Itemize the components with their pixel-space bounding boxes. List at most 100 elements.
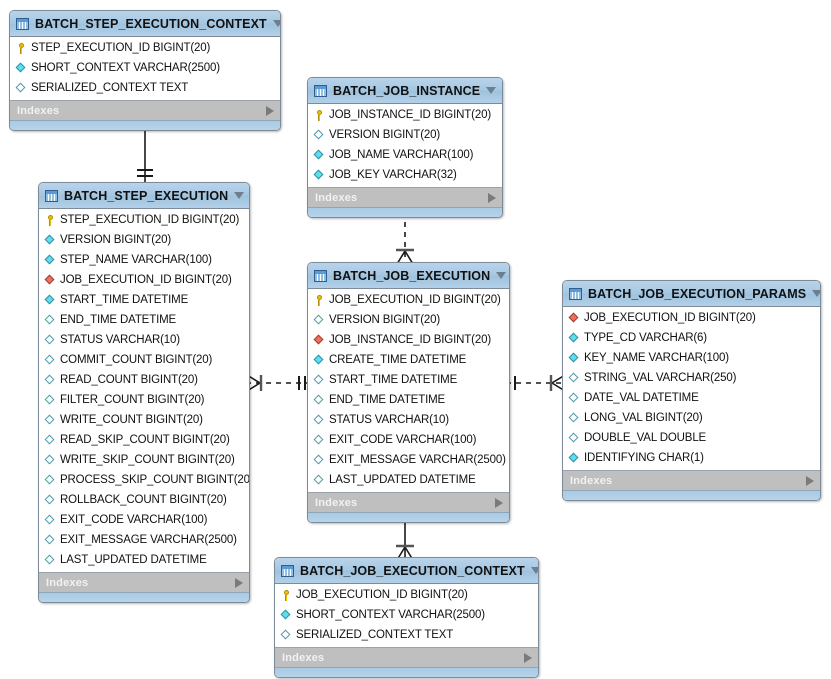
table-header[interactable]: BATCH_STEP_EXECUTION_CONTEXT xyxy=(10,11,280,37)
table-row[interactable]: JOB_EXECUTION_ID BIGINT(20) xyxy=(39,270,249,290)
indexes-bar[interactable]: Indexes xyxy=(308,492,509,512)
table-header[interactable]: BATCH_JOB_EXECUTION_CONTEXT xyxy=(275,558,538,584)
table-row[interactable]: STEP_NAME VARCHAR(100) xyxy=(39,250,249,270)
table-row[interactable]: EXIT_CODE VARCHAR(100) xyxy=(39,510,249,530)
table-row[interactable]: JOB_KEY VARCHAR(32) xyxy=(308,165,502,185)
table-row[interactable]: STATUS VARCHAR(10) xyxy=(308,410,509,430)
chevron-down-icon[interactable] xyxy=(496,272,507,279)
nullable-column-icon xyxy=(313,434,326,447)
indexes-bar[interactable]: Indexes xyxy=(10,100,280,120)
nullable-column-icon xyxy=(44,494,57,507)
table-row[interactable]: JOB_NAME VARCHAR(100) xyxy=(308,145,502,165)
relationship-step-execution-job-execution[interactable] xyxy=(246,368,310,398)
table-row[interactable]: LONG_VAL BIGINT(20) xyxy=(563,408,820,428)
indexes-bar[interactable]: Indexes xyxy=(275,647,538,667)
table-row[interactable]: ROLLBACK_COUNT BIGINT(20) xyxy=(39,490,249,510)
nullable-column-icon xyxy=(15,82,28,95)
table-row[interactable]: SHORT_CONTEXT VARCHAR(2500) xyxy=(10,58,280,78)
chevron-right-icon[interactable] xyxy=(235,577,243,588)
table-row[interactable]: VERSION BIGINT(20) xyxy=(39,230,249,250)
nullable-column-icon xyxy=(44,414,57,427)
table-row[interactable]: IDENTIFYING CHAR(1) xyxy=(563,448,820,468)
table-row[interactable]: VERSION BIGINT(20) xyxy=(308,310,509,330)
nullable-column-icon xyxy=(44,334,57,347)
table-row[interactable]: LAST_UPDATED DATETIME xyxy=(308,470,509,490)
table-row[interactable]: SERIALIZED_CONTEXT TEXT xyxy=(275,625,538,645)
table-row[interactable]: CREATE_TIME DATETIME xyxy=(308,350,509,370)
column-label: SHORT_CONTEXT VARCHAR(2500) xyxy=(296,609,485,621)
table-columns: STEP_EXECUTION_ID BIGINT(20) VERSION BIGI… xyxy=(39,209,249,572)
table-header[interactable]: BATCH_STEP_EXECUTION xyxy=(39,183,249,209)
table-row[interactable]: SHORT_CONTEXT VARCHAR(2500) xyxy=(275,605,538,625)
table-row[interactable]: STEP_EXECUTION_ID BIGINT(20) xyxy=(39,210,249,230)
chevron-right-icon[interactable] xyxy=(806,475,814,486)
column-label: JOB_KEY VARCHAR(32) xyxy=(329,169,457,181)
column-label: SERIALIZED_CONTEXT TEXT xyxy=(296,629,454,641)
table-header[interactable]: BATCH_JOB_EXECUTION xyxy=(308,263,509,289)
indexes-bar[interactable]: Indexes xyxy=(308,187,502,207)
table-row[interactable]: STATUS VARCHAR(10) xyxy=(39,330,249,350)
table-row[interactable]: KEY_NAME VARCHAR(100) xyxy=(563,348,820,368)
table-row[interactable]: DATE_VAL DATETIME xyxy=(563,388,820,408)
not-null-column-icon xyxy=(15,62,28,75)
column-label: READ_COUNT BIGINT(20) xyxy=(60,374,198,386)
table-row[interactable]: LAST_UPDATED DATETIME xyxy=(39,550,249,570)
table-row[interactable]: PROCESS_SKIP_COUNT BIGINT(20) xyxy=(39,470,249,490)
chevron-down-icon[interactable] xyxy=(530,567,538,574)
table-row[interactable]: START_TIME DATETIME xyxy=(308,370,509,390)
table-row[interactable]: TYPE_CD VARCHAR(6) xyxy=(563,328,820,348)
column-label: START_TIME DATETIME xyxy=(329,374,458,386)
table-row[interactable]: STRING_VAL VARCHAR(250) xyxy=(563,368,820,388)
table-row[interactable]: READ_SKIP_COUNT BIGINT(20) xyxy=(39,430,249,450)
chevron-right-icon[interactable] xyxy=(488,192,496,203)
indexes-label: Indexes xyxy=(17,104,60,117)
table-row[interactable]: READ_COUNT BIGINT(20) xyxy=(39,370,249,390)
chevron-down-icon[interactable] xyxy=(234,192,245,199)
column-label: LONG_VAL BIGINT(20) xyxy=(584,412,703,424)
table-row[interactable]: EXIT_MESSAGE VARCHAR(2500) xyxy=(39,530,249,550)
chevron-right-icon[interactable] xyxy=(524,652,532,663)
table-row[interactable]: END_TIME DATETIME xyxy=(308,390,509,410)
table-header[interactable]: BATCH_JOB_EXECUTION_PARAMS xyxy=(563,281,820,307)
table-row[interactable]: VERSION BIGINT(20) xyxy=(308,125,502,145)
nullable-column-icon xyxy=(313,414,326,427)
table-row[interactable]: SERIALIZED_CONTEXT TEXT xyxy=(10,78,280,98)
chevron-down-icon[interactable] xyxy=(272,20,280,27)
chevron-right-icon[interactable] xyxy=(266,105,274,116)
column-label: WRITE_SKIP_COUNT BIGINT(20) xyxy=(60,454,235,466)
table-icon xyxy=(16,17,29,30)
table-row[interactable]: JOB_INSTANCE_ID BIGINT(20) xyxy=(308,330,509,350)
table-icon xyxy=(281,564,294,577)
table-row[interactable]: DOUBLE_VAL DOUBLE xyxy=(563,428,820,448)
table-row[interactable]: EXIT_MESSAGE VARCHAR(2500) xyxy=(308,450,509,470)
table-row[interactable]: JOB_INSTANCE_ID BIGINT(20) xyxy=(308,105,502,125)
table-row[interactable]: EXIT_CODE VARCHAR(100) xyxy=(308,430,509,450)
indexes-bar[interactable]: Indexes xyxy=(563,470,820,490)
table-row[interactable]: COMMIT_COUNT BIGINT(20) xyxy=(39,350,249,370)
table-row[interactable]: JOB_EXECUTION_ID BIGINT(20) xyxy=(275,585,538,605)
table-row[interactable]: STEP_EXECUTION_ID BIGINT(20) xyxy=(10,38,280,58)
table-row[interactable]: JOB_EXECUTION_ID BIGINT(20) xyxy=(308,290,509,310)
table-row[interactable]: WRITE_SKIP_COUNT BIGINT(20) xyxy=(39,450,249,470)
relationship-job-execution-params[interactable] xyxy=(506,368,566,398)
table-row[interactable]: START_TIME DATETIME xyxy=(39,290,249,310)
table-row[interactable]: END_TIME DATETIME xyxy=(39,310,249,330)
table-header[interactable]: BATCH_JOB_INSTANCE xyxy=(308,78,502,104)
not-null-column-icon xyxy=(568,352,581,365)
chevron-down-icon[interactable] xyxy=(812,290,820,297)
table-row[interactable]: WRITE_COUNT BIGINT(20) xyxy=(39,410,249,430)
table-row[interactable]: FILTER_COUNT BIGINT(20) xyxy=(39,390,249,410)
indexes-bar[interactable]: Indexes xyxy=(39,572,249,592)
chevron-right-icon[interactable] xyxy=(495,497,503,508)
column-label: STEP_EXECUTION_ID BIGINT(20) xyxy=(60,214,240,226)
nullable-column-icon xyxy=(44,514,57,527)
table-row[interactable]: JOB_EXECUTION_ID BIGINT(20) xyxy=(563,308,820,328)
chevron-down-icon[interactable] xyxy=(486,87,497,94)
